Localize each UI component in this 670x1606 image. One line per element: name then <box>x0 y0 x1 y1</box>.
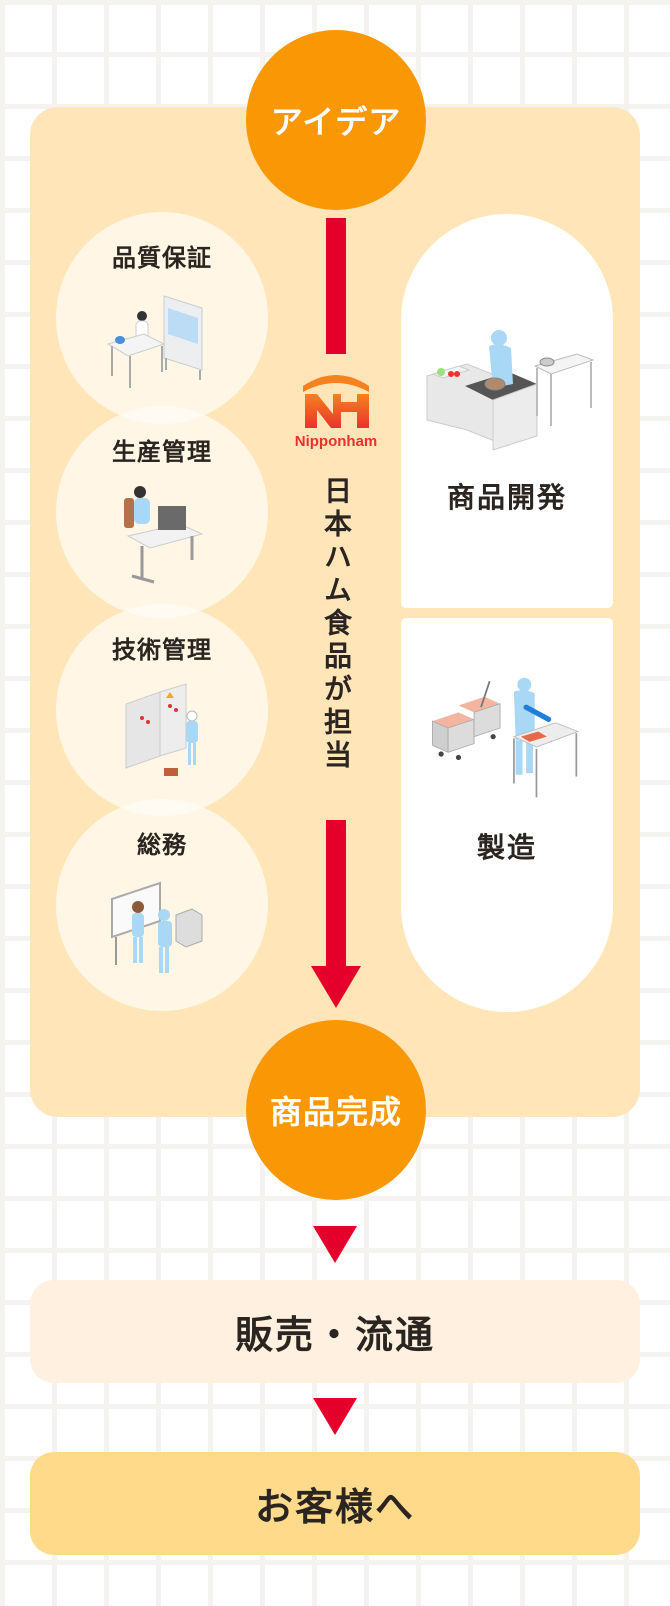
responsible-label: 日本ハム食品が担当 <box>320 476 353 773</box>
sales-distribution-box: 販売・流通 <box>30 1280 640 1383</box>
process-label: 商品開発 <box>446 481 567 514</box>
meat-processing-illustration-icon <box>432 677 580 798</box>
process-manufacturing: 製造 <box>401 618 613 1012</box>
dept-label: 生産管理 <box>112 438 212 466</box>
desk-computer-illustration-icon <box>124 486 204 584</box>
triangle-down-icon <box>313 1226 357 1263</box>
dept-general-affairs: 総務 <box>56 799 268 1011</box>
sales-distribution-label: 販売・流通 <box>234 1313 435 1357</box>
flow-line-bottom <box>326 820 346 970</box>
lab-worker-illustration-icon <box>106 295 203 388</box>
arrow-down-icon <box>311 966 361 1008</box>
nipponham-logo: Nipponham <box>283 366 389 450</box>
flow-line-top <box>326 218 346 354</box>
dept-label: 総務 <box>137 831 187 859</box>
dept-quality-assurance: 品質保証 <box>56 212 268 424</box>
dept-label: 品質保証 <box>112 244 212 272</box>
whiteboard-meeting-illustration-icon <box>111 881 203 973</box>
product-complete-label: 商品完成 <box>269 1093 402 1131</box>
idea-circle: アイデア <box>246 30 426 210</box>
dept-technical-management: 技術管理 <box>56 604 268 816</box>
to-customers-box: お客様へ <box>30 1452 640 1555</box>
triangle-down-icon <box>313 1398 357 1435</box>
nh-logo-icon <box>303 375 369 428</box>
logo-text: Nipponham <box>294 433 378 450</box>
product-complete-circle: 商品完成 <box>246 1020 426 1200</box>
dept-production-management: 生産管理 <box>56 406 268 618</box>
control-panel-illustration-icon <box>125 683 198 776</box>
idea-label: アイデア <box>270 103 402 141</box>
to-customers-label: お客様へ <box>254 1485 415 1529</box>
kitchen-cooking-illustration-icon <box>426 330 595 451</box>
process-product-development: 商品開発 <box>401 214 613 608</box>
dept-label: 技術管理 <box>112 636 212 664</box>
process-label: 製造 <box>476 831 537 864</box>
